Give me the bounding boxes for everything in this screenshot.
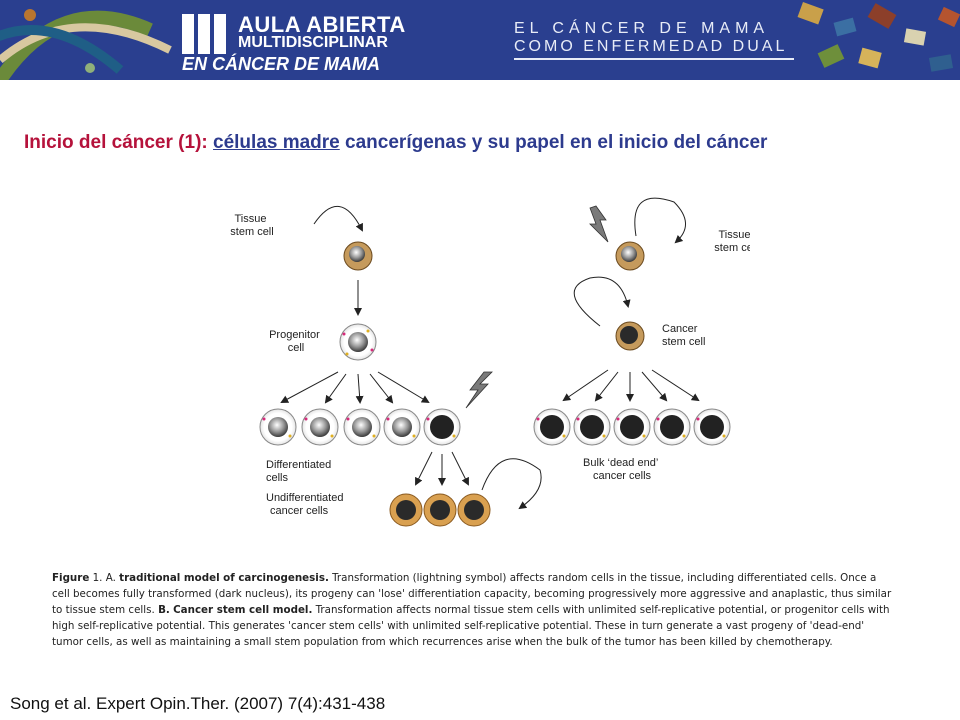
- lightning-icon-right: [589, 205, 609, 243]
- caption-figure-label: Figure: [52, 572, 90, 584]
- caption-figure-num: 1.: [92, 572, 103, 584]
- caption-part-b-text: Transformation affects normal tissue ste…: [52, 604, 890, 648]
- bulk-cancer-cell: [613, 408, 651, 446]
- self-renewal-arrow-undifferentiated: [481, 458, 542, 510]
- title-lead: Inicio del cáncer (1):: [24, 132, 208, 153]
- caption-part-a-title: traditional model of carcinogenesis.: [119, 572, 329, 584]
- tagline-line-1: EL CÁNCER DE MAMA: [514, 20, 770, 37]
- bulk-cancer-cells-row: [533, 408, 731, 446]
- self-renewal-arrow-right-top: [634, 197, 686, 244]
- undifferentiated-cancer-cell: [423, 493, 457, 527]
- logo-mark: [182, 14, 230, 59]
- self-renewal-arrow-left: [313, 205, 363, 232]
- label-differentiated-cells: Differentiated cells: [266, 459, 334, 484]
- caption-part-a-label: A.: [105, 572, 116, 584]
- cancer-stem-cell-diagram: Tissue stem cell Progenitor cell Differe…: [230, 197, 750, 527]
- label-tissue-stem-cell-left: Tissue stem cell: [230, 213, 273, 238]
- label-progenitor-cell: Progenitor cell: [269, 329, 323, 354]
- bulk-cancer-cell: [653, 408, 691, 446]
- self-renewal-arrow-right-mid: [573, 276, 631, 327]
- reference-citation: Song et al. Expert Opin.Ther. (2007) 7(4…: [10, 694, 386, 713]
- differentiated-cell: [343, 408, 381, 446]
- title-underlined: células madre: [213, 132, 340, 153]
- progenitor-cell: [339, 323, 377, 361]
- lightning-icon-left: [465, 371, 493, 409]
- arrows-progenitor-to-differentiated: [280, 371, 430, 404]
- arrows-to-undifferentiated: [415, 451, 469, 486]
- slide-title: Inicio del cáncer (1): células madre can…: [24, 132, 944, 154]
- undifferentiated-cancer-cells-row: [389, 493, 491, 527]
- tissue-stem-cell-left: [343, 241, 373, 271]
- caption-part-a-text: Transformation (lightning symbol) affect…: [52, 572, 892, 616]
- tagline-underline: [514, 58, 794, 60]
- logo-line-3: EN CÁNCER DE MAMA: [182, 54, 380, 74]
- bulk-cancer-cell: [693, 408, 731, 446]
- logo-line-2: MULTIDISCIPLINAR: [238, 34, 388, 51]
- label-cancer-stem-cell: Cancer stem cell: [662, 323, 705, 348]
- undifferentiated-cancer-cell: [389, 493, 423, 527]
- differentiated-cell: [383, 408, 421, 446]
- bulk-cancer-cell: [533, 408, 571, 446]
- caption-part-b-label: B.: [158, 604, 170, 616]
- label-bulk-cancer-cells: Bulk ‘dead end’ cancer cells: [583, 457, 661, 482]
- header-banner: AULA ABIERTA MULTIDISCIPLINAR EN CÁNCER …: [0, 0, 960, 80]
- differentiated-cell: [259, 408, 297, 446]
- mosaic-decoration-right: [797, 2, 960, 72]
- label-undifferentiated-cancer-cells: Undifferentiated cancer cells: [266, 492, 347, 517]
- caption-part-b-title: Cancer stem cell model.: [173, 604, 313, 616]
- differentiated-cell: [301, 408, 339, 446]
- mosaic-decoration-left: [0, 9, 172, 80]
- undifferentiated-cancer-cell: [457, 493, 491, 527]
- title-rest: cancerígenas y su papel en el inicio del…: [345, 132, 768, 153]
- bulk-cancer-cell: [573, 408, 611, 446]
- tagline-line-2: COMO ENFERMEDAD DUAL: [514, 38, 788, 55]
- cancer-stem-cell: [615, 321, 645, 351]
- tissue-stem-cell-right: [615, 241, 645, 271]
- transformed-differentiated-cell: [423, 408, 461, 446]
- logo-line-1: AULA ABIERTA: [238, 12, 406, 37]
- arrows-cancer-stem-to-bulk: [562, 369, 700, 402]
- label-tissue-stem-cell-right: Tissue stem cell: [714, 229, 750, 254]
- figure-caption: Figure 1. A. traditional model of carcin…: [52, 570, 892, 650]
- differentiated-cells-row: [259, 408, 461, 446]
